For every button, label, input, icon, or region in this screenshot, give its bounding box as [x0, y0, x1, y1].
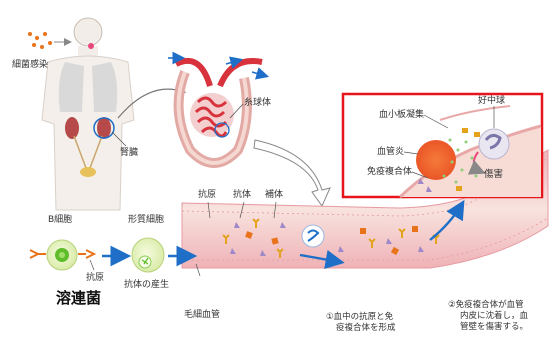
white-blood-cell — [302, 225, 324, 247]
caption-step1-line1: ①血中の抗原と免 — [326, 312, 396, 323]
lung-left — [59, 62, 84, 112]
neutrophil-cell — [479, 129, 509, 159]
label-platelet-aggregation: 血小板凝集 — [360, 110, 424, 120]
label-bacteria-infection: 細菌感染 — [12, 60, 48, 70]
glomerulus-illustration — [176, 61, 262, 163]
caption-step2: ②免疫複合体が血管 内皮に沈着し，血 管壁を傷害する。 — [448, 300, 528, 333]
label-immune-complex: 免疫複合体 — [350, 167, 412, 177]
kidney-left-shape — [65, 117, 79, 139]
label-capillary: 毛細血管 — [184, 310, 220, 320]
caption-step2-line2: 内皮に沈着し，血 — [448, 311, 528, 322]
label-antigen-top: 抗原 — [198, 190, 216, 200]
human-figure — [42, 18, 134, 210]
label-neutrophil: 好中球 — [478, 96, 505, 106]
label-vasculitis: 血管炎 — [360, 147, 404, 157]
label-b-cell: B細胞 — [48, 215, 72, 225]
label-streptococcus: 溶連菌 — [56, 290, 101, 307]
label-complement: 補体 — [265, 190, 283, 200]
b-cell-group — [30, 240, 94, 270]
caption-step2-line3: 管壁を傷害する。 — [448, 322, 528, 333]
lung-right — [92, 62, 117, 112]
label-kidney: 腎臓 — [120, 148, 138, 158]
plasma-cell-group — [132, 238, 164, 272]
caption-step1: ①血中の抗原と免 疫複合体を形成 — [326, 312, 396, 334]
platelet-aggregate — [416, 140, 456, 180]
kidney-right-shape — [97, 117, 111, 139]
label-plasma-cell: 形質細胞 — [128, 215, 164, 225]
bacteria-dots — [28, 32, 52, 49]
label-injury: 傷害 — [484, 170, 503, 181]
label-antigen-bottom: 抗原 — [86, 273, 104, 283]
label-glomerulus: 糸球体 — [244, 98, 271, 108]
throat-infection-spot — [88, 43, 94, 49]
caption-step2-line1: ②免疫複合体が血管 — [448, 300, 528, 311]
caption-step1-line2: 疫複合体を形成 — [326, 323, 396, 334]
label-antibody-top: 抗体 — [233, 190, 251, 200]
label-antibody-production: 抗体の産生 — [124, 280, 169, 290]
